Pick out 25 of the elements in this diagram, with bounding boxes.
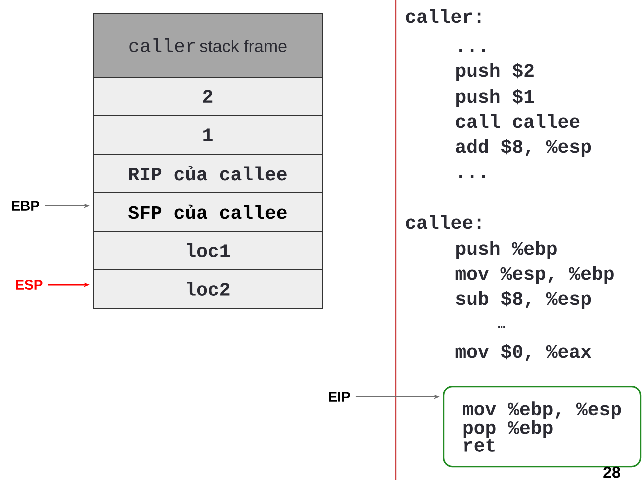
stack-cell: loc1 bbox=[93, 231, 323, 270]
register-label: EBP bbox=[12, 201, 40, 211]
stack-cell: 1 bbox=[93, 115, 323, 155]
stack-cell: loc2 bbox=[93, 269, 323, 309]
code-line: … bbox=[498, 326, 506, 328]
code-line: push $2 bbox=[456, 63, 534, 81]
code-line: call callee bbox=[456, 114, 580, 128]
code-line: caller: bbox=[406, 9, 481, 24]
code-line: push %ebp bbox=[456, 241, 557, 259]
register-label: ESP bbox=[16, 280, 43, 290]
stack-cell: 2 bbox=[93, 77, 323, 116]
code-line: callee: bbox=[406, 215, 481, 230]
code-line: ... bbox=[460, 175, 486, 178]
stack-cell: RIP của callee bbox=[93, 154, 323, 193]
code-line: push $1 bbox=[456, 89, 534, 107]
code-line: add $8, %esp bbox=[456, 139, 592, 157]
stack-header: caller stack frame bbox=[93, 13, 323, 78]
code-line: ... bbox=[460, 49, 486, 52]
code-line: mov %esp, %ebp bbox=[456, 266, 614, 284]
register-label: EIP bbox=[329, 392, 350, 402]
code-line: mov $0, %eax bbox=[456, 344, 592, 362]
code-line: sub $8, %esp bbox=[456, 291, 592, 309]
page-number: 28 bbox=[604, 466, 620, 478]
code-block: mov %ebp, %esp pop %ebp ret bbox=[443, 386, 642, 468]
stack-cell: SFP của callee bbox=[93, 192, 323, 232]
